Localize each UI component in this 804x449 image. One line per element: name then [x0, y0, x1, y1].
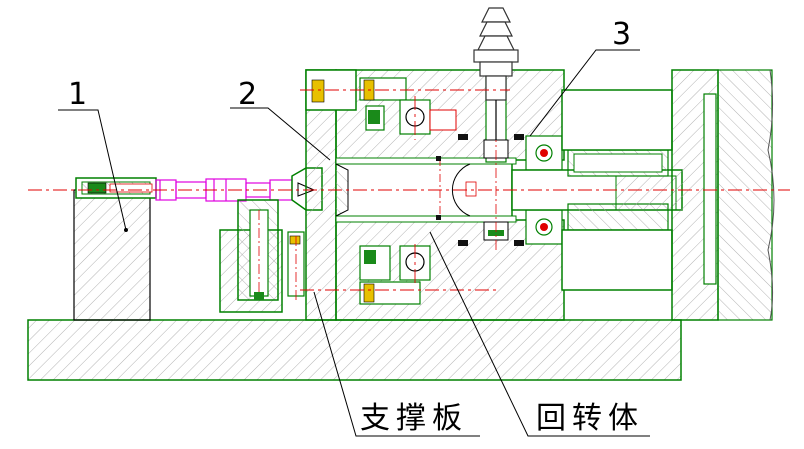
label-part-1: 1: [68, 77, 87, 112]
label-support-plate: 支撑板: [360, 401, 468, 436]
upper-housing: [305, 69, 565, 161]
label-part-3: 3: [612, 17, 631, 52]
leader-lines: [58, 49, 650, 437]
left-stand: [73, 177, 157, 321]
air-nozzle: [473, 7, 519, 140]
label-part-2: 2: [238, 77, 257, 112]
base-plate: [27, 319, 682, 381]
centerlines: [28, 89, 790, 291]
label-rotary-body: 回转体: [536, 401, 644, 436]
right-housing: [561, 69, 775, 321]
bearing-upper: [525, 135, 563, 171]
seals: [436, 134, 524, 246]
bearing-lower: [525, 209, 563, 245]
slide-block: [219, 199, 305, 313]
lower-housing: [335, 219, 565, 321]
support-plate-wall: [305, 69, 337, 321]
